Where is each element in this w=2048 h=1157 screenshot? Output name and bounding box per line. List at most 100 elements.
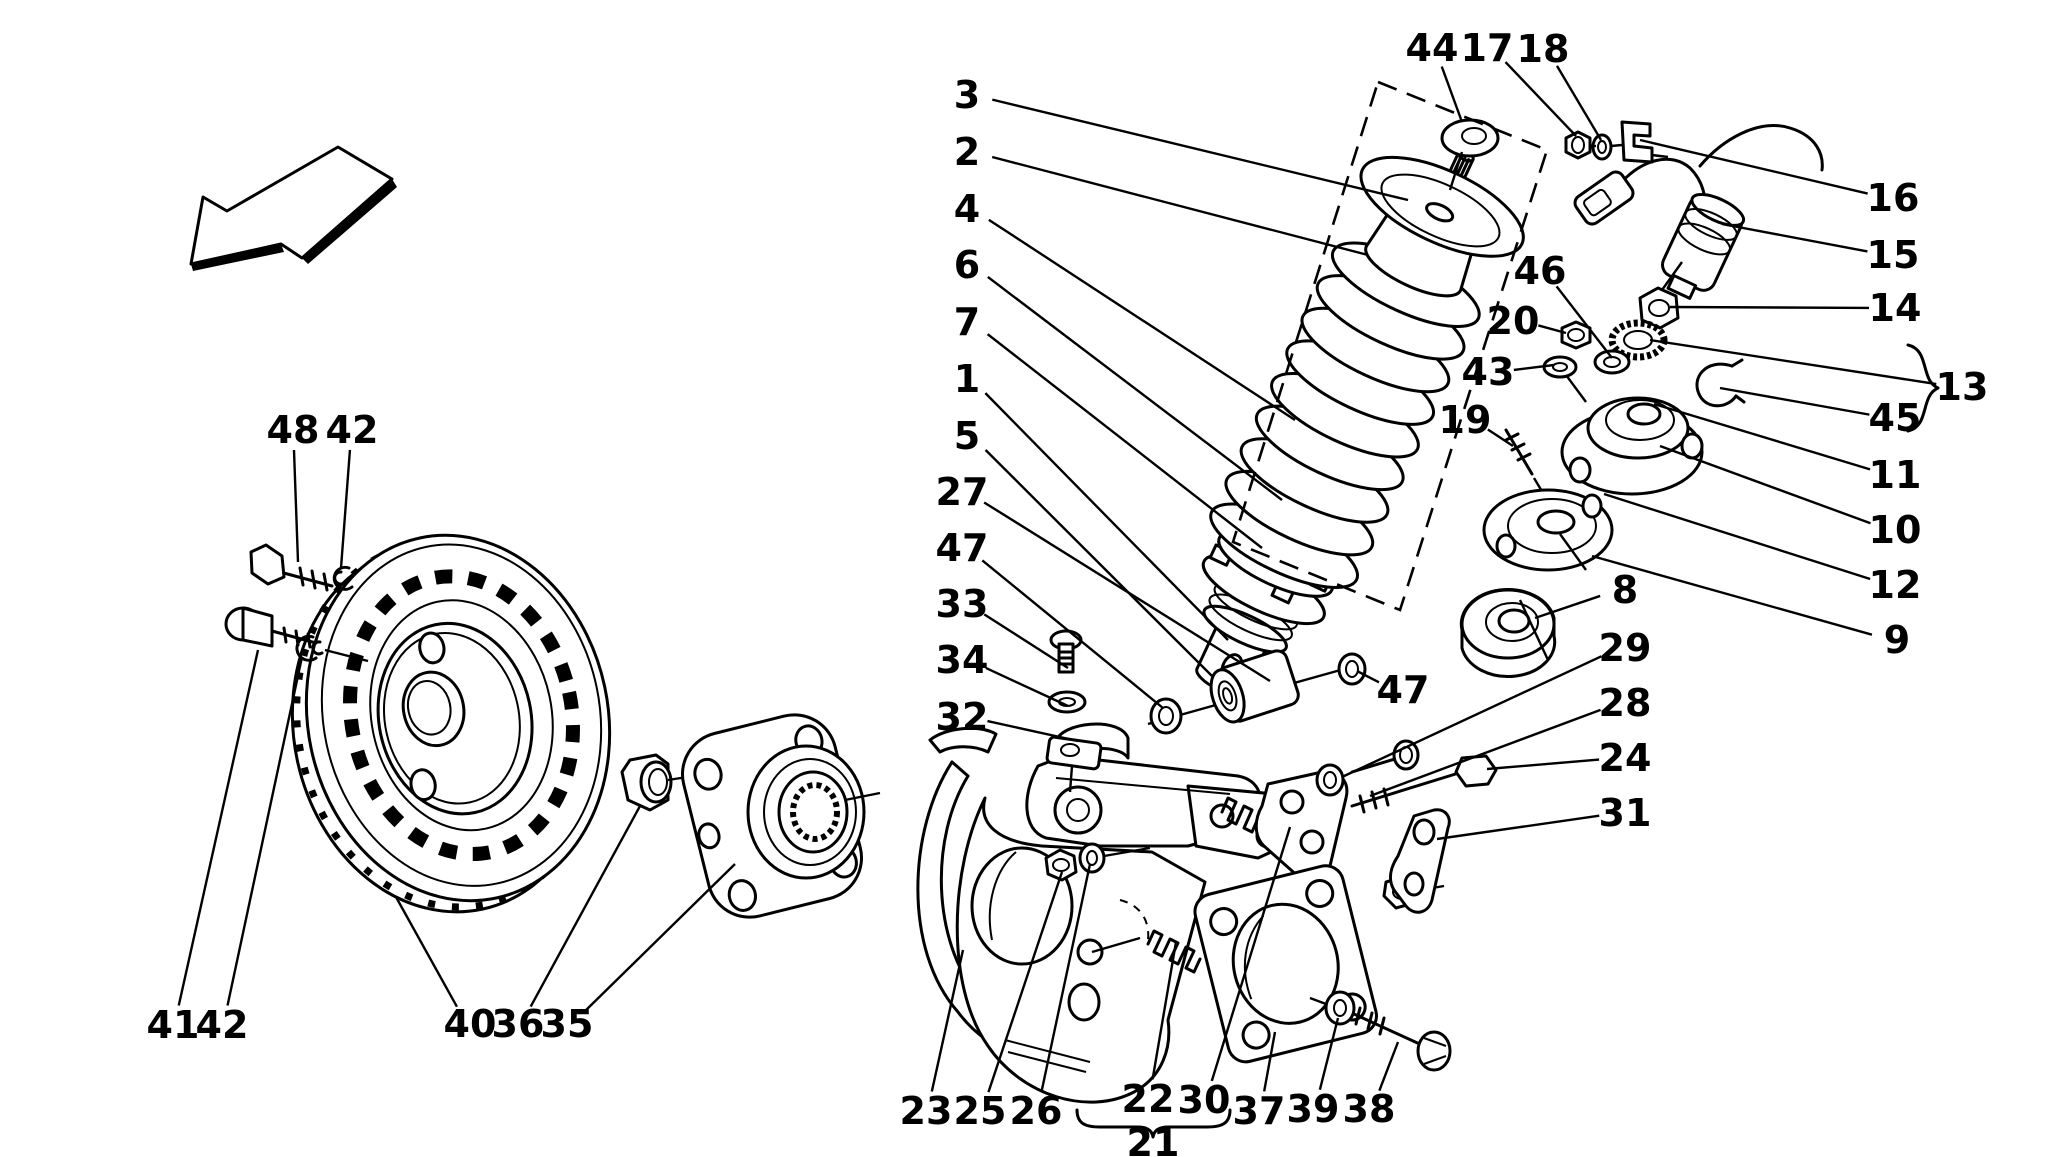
- adjuster-nut-14: [1638, 261, 1683, 330]
- leader-line-15: [1721, 222, 1868, 253]
- adjuster-ring-gear: [1608, 319, 1668, 361]
- part-label-30: 30: [1178, 1078, 1231, 1122]
- washer-44: [1440, 118, 1500, 191]
- part-label-33: 33: [936, 582, 989, 626]
- leader-line-42b: [339, 449, 352, 569]
- leader-line-41: [177, 649, 260, 1006]
- disc-bolt-48: [249, 543, 334, 592]
- bracket-21: [1075, 1108, 1232, 1139]
- cable-clip-bracket: [1620, 120, 1669, 164]
- part-label-15: 15: [1867, 233, 1920, 277]
- part-label-36: 36: [492, 1002, 545, 1046]
- leader-line-38: [1378, 1041, 1400, 1092]
- part-label-38: 38: [1343, 1087, 1396, 1131]
- leader-line-31: [1436, 814, 1600, 841]
- leader-line-48: [292, 449, 300, 563]
- disc-washer-42-upper: [332, 565, 354, 591]
- leader-line-43: [1513, 363, 1555, 372]
- part-label-21: 21: [1127, 1121, 1180, 1157]
- leader-line-10: [1659, 444, 1871, 525]
- leader-line-5: [984, 449, 1213, 677]
- part-label-37: 37: [1233, 1089, 1286, 1133]
- leader-line-47a: [981, 559, 1164, 709]
- part-label-4: 4: [954, 187, 980, 231]
- spring-clip-45: [1695, 358, 1746, 408]
- nut-17: [1564, 130, 1592, 160]
- leader-line-28: [1369, 708, 1601, 798]
- part-label-27: 27: [936, 470, 989, 514]
- washer-stack-46: [1593, 349, 1631, 375]
- leader-line-25: [987, 871, 1064, 1093]
- part-label-23: 23: [900, 1089, 953, 1133]
- leader-line-24: [1486, 758, 1600, 771]
- damper-sensor-15: [1661, 192, 1746, 300]
- leader-line-14: [1669, 305, 1870, 310]
- leader-line-34: [985, 666, 1069, 708]
- part-label-12: 12: [1869, 563, 1922, 607]
- leader-line-11: [1653, 402, 1871, 471]
- bushing-27: [1209, 649, 1300, 724]
- bearing-8: [1459, 588, 1557, 678]
- part-label-5: 5: [954, 414, 980, 458]
- direction-arrow-icon: [189, 145, 397, 271]
- part-label-10: 10: [1869, 508, 1922, 552]
- part-label-25: 25: [954, 1089, 1007, 1133]
- part-label-14: 14: [1869, 286, 1922, 330]
- leader-line-8: [1534, 594, 1601, 620]
- nut-20: [1560, 320, 1592, 350]
- part-label-39: 39: [1287, 1087, 1340, 1131]
- leader-line-35: [584, 863, 736, 1012]
- washer-47-left: [1149, 697, 1183, 735]
- part-label-13: 13: [1936, 365, 1989, 409]
- washer-39: [1309, 990, 1356, 1026]
- stud-19: [1504, 428, 1554, 509]
- leader-line-45: [1719, 386, 1870, 416]
- leader-line-7: [986, 333, 1263, 549]
- leader-line-37: [1262, 1031, 1277, 1092]
- leader-line-18: [1555, 65, 1603, 141]
- leader-line-42a: [226, 656, 304, 1006]
- leader-line-3: [992, 98, 1409, 202]
- leader-line-23: [930, 949, 965, 1092]
- part-label-18: 18: [1517, 27, 1570, 71]
- brake-disc: [290, 533, 612, 914]
- part-label-42a: 42: [196, 1003, 249, 1047]
- shock-clamp-32: [1045, 722, 1130, 793]
- leader-line-6: [987, 276, 1283, 501]
- shock-absorber-assembly: [1195, 149, 1525, 696]
- leader-line-32: [987, 719, 1079, 743]
- part-label-47a: 47: [936, 526, 989, 570]
- part-label-24: 24: [1599, 736, 1652, 780]
- part-label-44: 44: [1406, 26, 1459, 70]
- leader-line-47b: [1356, 669, 1380, 684]
- cable-connector: [1573, 170, 1635, 226]
- washer-47-right: [1337, 652, 1367, 686]
- part-label-26: 26: [1010, 1089, 1063, 1133]
- part-label-2: 2: [954, 130, 980, 174]
- leader-line-29: [1341, 655, 1602, 779]
- part-label-3: 3: [954, 73, 980, 117]
- part-label-22: 22: [1122, 1077, 1175, 1121]
- toe-link-plate-30: [1254, 770, 1349, 883]
- leader-line-19: [1487, 428, 1514, 448]
- leader-line-22: [1151, 941, 1178, 1080]
- part-label-29: 29: [1599, 626, 1652, 670]
- leader-line-36: [529, 805, 642, 1008]
- part-label-32: 32: [936, 695, 989, 739]
- leader-line-1: [984, 392, 1229, 641]
- leader-line-26: [1040, 863, 1092, 1092]
- part-label-16: 16: [1867, 176, 1920, 220]
- leader-line-46: [1555, 285, 1613, 359]
- part-label-28: 28: [1599, 681, 1652, 725]
- part-label-34: 34: [936, 638, 989, 682]
- leader-line-17: [1504, 61, 1577, 137]
- upper-mount-10-11: [1560, 396, 1704, 496]
- leader-line-12: [1603, 492, 1871, 581]
- flange-plate-37: [1193, 864, 1378, 1064]
- part-label-11: 11: [1869, 453, 1922, 497]
- part-label-9: 9: [1884, 618, 1910, 662]
- leader-line-30: [1210, 826, 1292, 1082]
